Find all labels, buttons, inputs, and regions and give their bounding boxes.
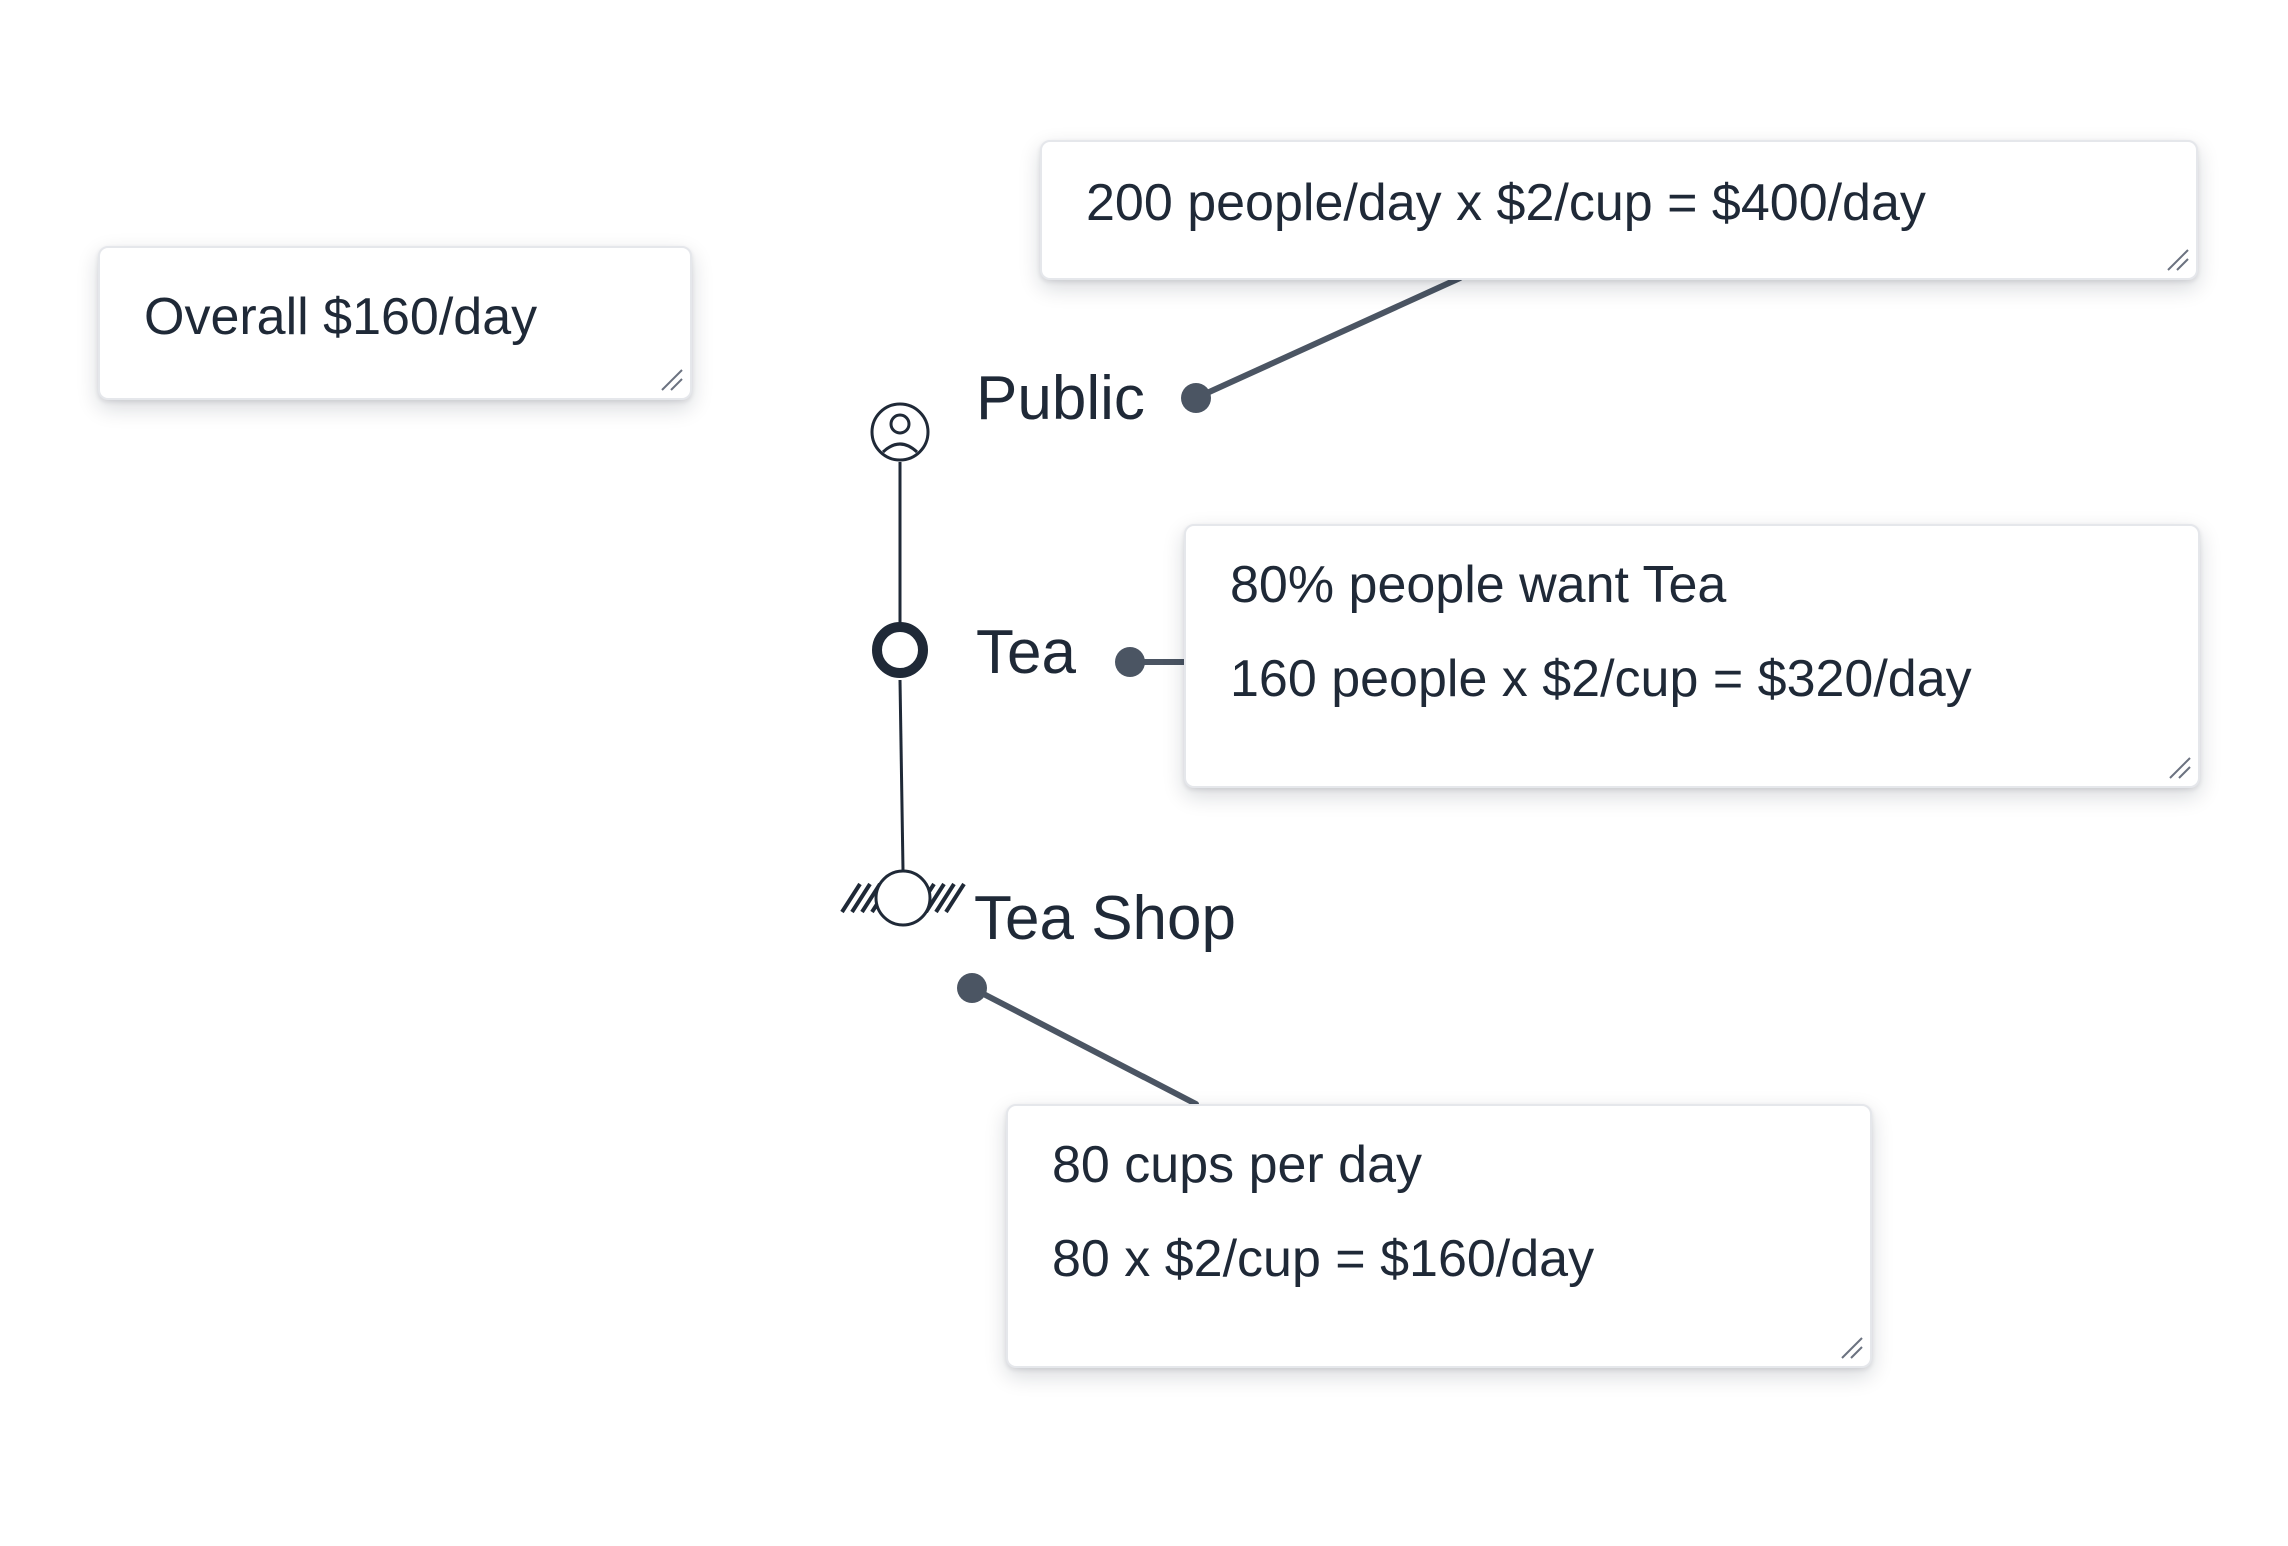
note-connector-public — [1193, 275, 1463, 401]
note-overall[interactable]: Overall $160/day — [98, 246, 692, 400]
note-text-line-1: 80% people want Tea — [1230, 556, 1727, 614]
note-tea-shop[interactable]: 80 cups per day 80 x $2/cup = $160/day — [1006, 1104, 1872, 1368]
resize-handle-icon[interactable] — [2164, 246, 2190, 272]
note-text: 200 people/day x $2/cup = $400/day — [1086, 174, 1926, 232]
resize-handle-icon[interactable] — [2166, 754, 2192, 780]
flow-link-tea-teashop — [898, 679, 905, 871]
note-text-line-2: 80 x $2/cup = $160/day — [1052, 1230, 1595, 1288]
resize-handle-icon[interactable] — [1838, 1334, 1864, 1360]
person-icon[interactable] — [870, 402, 930, 462]
connector-dot-public[interactable] — [1181, 383, 1211, 413]
node-label-public[interactable]: Public — [976, 364, 1145, 433]
note-text-line-2: 160 people x $2/cup = $320/day — [1230, 650, 1972, 708]
node-label-tea[interactable]: Tea — [976, 618, 1076, 687]
note-tea[interactable]: 80% people want Tea 160 people x $2/cup … — [1184, 524, 2200, 788]
connector-dot-teashop[interactable] — [957, 973, 987, 1003]
note-text-line-1: 80 cups per day — [1052, 1136, 1423, 1194]
ring-node-icon[interactable] — [872, 622, 928, 678]
resize-handle-icon[interactable] — [658, 366, 684, 392]
node-label-tea-shop[interactable]: Tea Shop — [974, 884, 1236, 953]
note-text: Overall $160/day — [144, 288, 538, 346]
connector-dot-tea[interactable] — [1115, 647, 1145, 677]
ground-circle-icon[interactable] — [840, 869, 966, 927]
note-public[interactable]: 200 people/day x $2/cup = $400/day — [1040, 140, 2198, 280]
note-connector-teashop — [969, 985, 1199, 1107]
